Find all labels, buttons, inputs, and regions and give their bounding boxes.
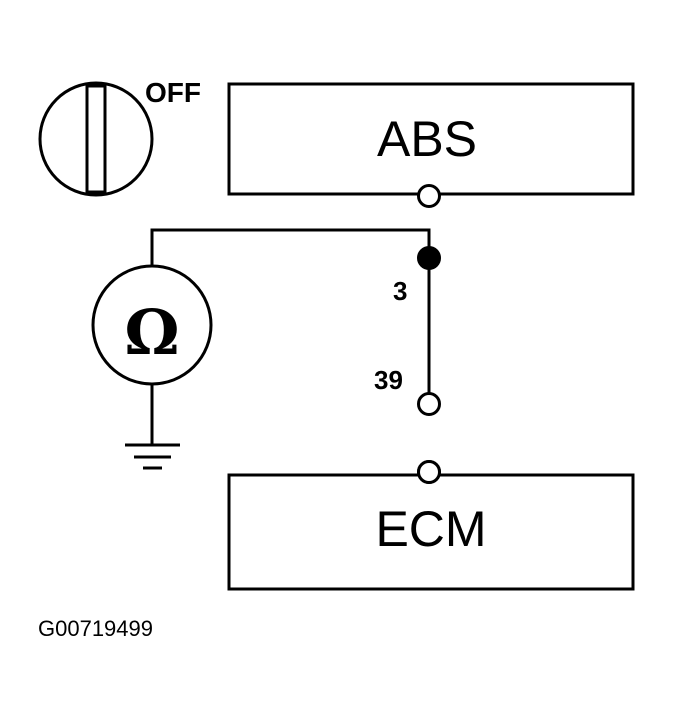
- ignition-switch-label: OFF: [145, 77, 201, 108]
- figure-id: G00719499: [38, 616, 153, 641]
- ecm-module-label: ECM: [375, 501, 486, 557]
- ground-icon: [125, 384, 180, 470]
- ignition-switch-icon: [38, 81, 154, 197]
- pin-3-label: 3: [393, 276, 407, 306]
- meter-test-lead: [150, 228, 431, 266]
- abs-module-label: ABS: [377, 111, 477, 167]
- probe-connection-dot: [417, 246, 441, 270]
- pin-39-terminal: [417, 392, 441, 416]
- ohm-symbol: Ω: [124, 296, 179, 369]
- abs-terminal: [417, 184, 441, 208]
- pin-39-label: 39: [374, 365, 403, 395]
- ecm-terminal-cap: [417, 460, 441, 484]
